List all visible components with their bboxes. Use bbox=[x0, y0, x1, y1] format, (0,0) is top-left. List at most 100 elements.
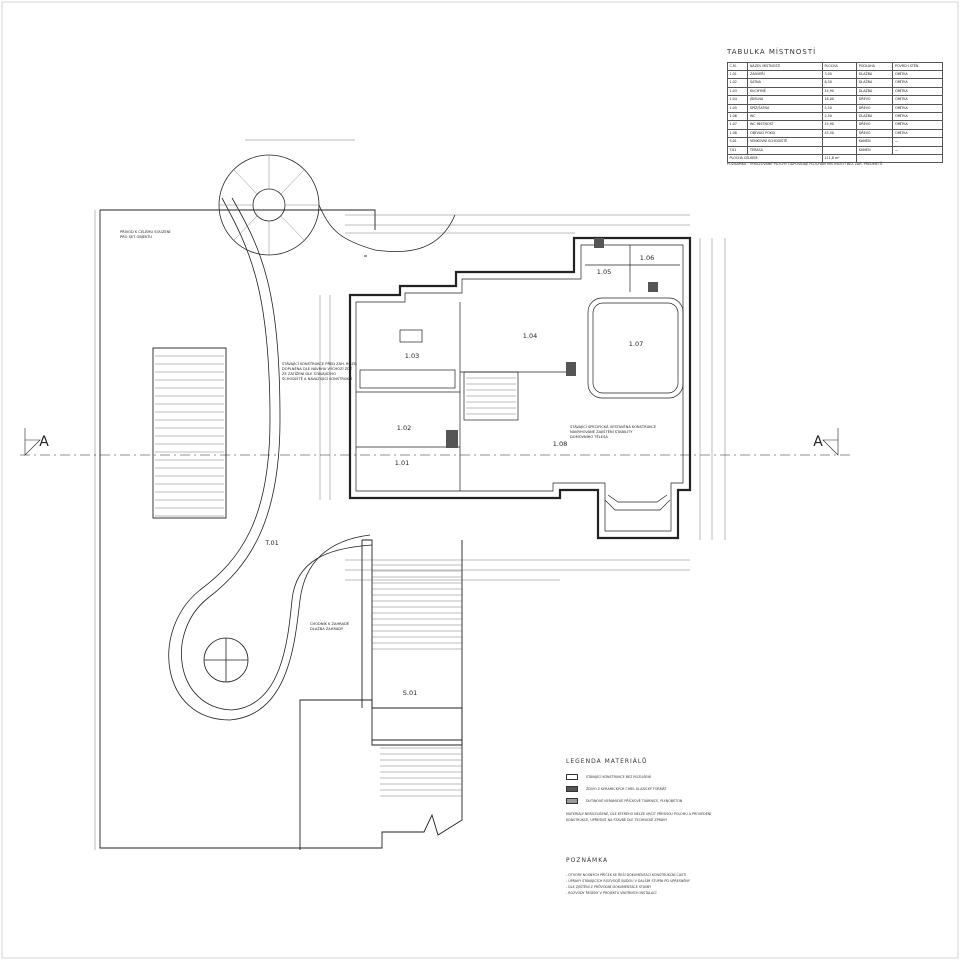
plan-note-text: PRO SET OBJEKTU bbox=[120, 235, 152, 239]
garden-curve bbox=[168, 197, 371, 721]
room-table-cell: 18,00 bbox=[821, 95, 858, 105]
room-table-cell: DLAŽBA bbox=[856, 78, 894, 88]
room-table-total-row: PLOCHA CELKEM:111,8 m² bbox=[727, 153, 943, 164]
plan-note-text: DLAŽBA ZAHRADY bbox=[310, 626, 344, 631]
plan-note-text: CHODNÍK K ZAHRADĚ bbox=[310, 621, 350, 626]
room-table-cell: 3,00 bbox=[821, 69, 858, 80]
room-table-cell: 5,50 bbox=[821, 103, 858, 113]
room-table-cell: DŘEVO bbox=[856, 128, 894, 139]
room-table-cell: OMÍTKA bbox=[892, 103, 943, 113]
room-table-cell: DLAŽBA bbox=[856, 111, 894, 122]
plan-note-text: STÁVAJÍCÍ SPECIFICKÁ VESTAVĚNÁ KONSTRUKC… bbox=[570, 424, 657, 429]
plan-note-text: PŘÍVOD K CELÉMU SOUZENÍ bbox=[120, 229, 170, 234]
room-table-cell: TERASA bbox=[747, 145, 823, 155]
room-table-cell: — bbox=[892, 137, 943, 147]
room-table-total-empty bbox=[856, 153, 943, 164]
legend-item: ZDIVO Z KERAMICKÝCH CIHEL KLASICKÝ FORMÁ… bbox=[566, 786, 667, 792]
legend-label: STÁVAJÍCÍ KONSTRUKCE BEZ ROZLIŠENÍ bbox=[586, 775, 651, 779]
room-table-cell: S.01 bbox=[726, 137, 749, 147]
legend-footnote-2: KONSTRUKCE, UPŘESNIT NA STAVBĚ DLE TECHN… bbox=[566, 818, 668, 822]
room-number: 1.08 bbox=[553, 440, 567, 448]
room-table-cell: KUCHYNĚ bbox=[747, 86, 823, 97]
plan-note-text: STÁVAJÍCÍ KONSTRUKCE PŘED ZAH. ROZS. bbox=[282, 361, 357, 366]
outdoor-stair bbox=[361, 539, 463, 746]
room-table-cell: T.01 bbox=[726, 145, 749, 155]
legend-title: LEGENDA MATERIÁLŮ bbox=[566, 758, 648, 765]
room-table-cell: DŘEVO bbox=[856, 103, 894, 113]
room-table-cell: OMÍTKA bbox=[892, 78, 943, 88]
room-table-cell: WC bbox=[747, 111, 823, 122]
plan-note-text: ZE ZATÍŽENÍ DLE STÁVAJÍCÍHO bbox=[282, 371, 336, 376]
room-table-cell: 1.05 bbox=[726, 103, 749, 113]
room-table-cell: ZÁDVEŘÍ bbox=[747, 69, 823, 80]
room-table-cell: — bbox=[892, 145, 943, 155]
room-table-cell: 1.03 bbox=[726, 86, 749, 97]
room-table-cell: 2,50 bbox=[821, 111, 858, 122]
round-planter bbox=[203, 637, 249, 683]
note-line: - ÚPRAVY STÁVAJÍCÍCH ROZVODŮ BUDOU V DAL… bbox=[566, 879, 690, 883]
room-table-cell: OMÍTKA bbox=[892, 69, 943, 80]
room-table-cell: OMÍTKA bbox=[892, 111, 943, 122]
room-table-cell: DŘEVO bbox=[856, 120, 894, 130]
plan-note-text: NAVRHOVANÉ ZAJIŠTĚNÍ STABILITY bbox=[570, 429, 633, 434]
room-table-header-cell: PLOCHA bbox=[821, 62, 858, 71]
room-table-cell: KAMEN bbox=[856, 137, 894, 147]
pergola-slats bbox=[152, 347, 227, 519]
plan-note-text: SCHODIŠTĚ A NAVAZUJÍCÍ KONSTRUKCÍ bbox=[282, 376, 352, 381]
room-table-cell: OMÍTKA bbox=[892, 86, 943, 97]
room-table-header-cell: NÁZEV MÍSTNOSTI bbox=[747, 62, 823, 71]
room-table-cell: OMÍTKA bbox=[892, 128, 943, 139]
section-mark: A bbox=[39, 434, 49, 450]
section-mark: A bbox=[813, 434, 823, 450]
building-walls bbox=[348, 236, 692, 540]
room-number: 1.01 bbox=[395, 459, 409, 467]
room-table-cell: ŠATNA bbox=[747, 78, 823, 88]
room-table-cell: OMÍTKA bbox=[892, 120, 943, 130]
legend-swatch bbox=[566, 774, 578, 780]
room-table-cell: DLAŽBA bbox=[856, 86, 894, 97]
room-table-cell: 15,90 bbox=[821, 120, 858, 130]
room-number: 1.06 bbox=[640, 254, 654, 262]
room-number: 1.04 bbox=[523, 332, 537, 340]
note-line: - OTVORY NOSNÝCH PŘÍČEK SE ŘEŠÍ DOKUMENT… bbox=[566, 873, 687, 877]
room-number: S.01 bbox=[403, 689, 417, 697]
room-table-note: POZNÁMKA : VYKAZOVANÉ PLOCHY ODPOVÍDAJÍ … bbox=[727, 162, 883, 166]
legend-label: ZDIVO Z KERAMICKÝCH CIHEL KLASICKÝ FORMÁ… bbox=[586, 787, 667, 791]
room-table-cell: VENKOVNÍ SCHODIŠTĚ bbox=[747, 137, 823, 147]
dimension-lines bbox=[94, 139, 726, 850]
room-table-cell: WC MÍSTNOST bbox=[747, 120, 823, 130]
legend-label: DUTINOVÉ KERAMICKÉ PŘÍČKOVÉ TVÁRNICE, PL… bbox=[586, 799, 683, 803]
room-table-cell: OBÝVACÍ POKOJ bbox=[747, 128, 823, 139]
plan-note-text: DOMOVNÍHO TĚLESA bbox=[570, 434, 608, 439]
room-table-cell: 1.02 bbox=[726, 78, 749, 88]
room-number: 1.05 bbox=[597, 268, 611, 276]
room-table-total-value: 111,8 m² bbox=[821, 153, 858, 164]
room-table-title: TABULKA MÍSTNOSTÍ bbox=[727, 48, 817, 56]
room-table-header-cell: PODLAHA bbox=[856, 62, 894, 71]
room-table-cell: DLAŽBA bbox=[856, 69, 894, 80]
room-table-cell: 43,50 bbox=[821, 128, 858, 139]
room-table-cell: KAMEN bbox=[856, 145, 894, 155]
room-table-cell: 1.06 bbox=[726, 111, 749, 122]
note-line: - DLE ZJIŠTĚNÍ Z PRŮVODNÍ DOKUMENTACE ST… bbox=[566, 885, 652, 889]
legend-item: STÁVAJÍCÍ KONSTRUKCE BEZ ROZLIŠENÍ bbox=[566, 774, 651, 780]
plan-note-text: DOPLNĚNA DLE NÁVRHU VÝCHOZÍ ZDĚ bbox=[282, 366, 353, 371]
room-table-cell: SPÍŽ/ŠATNA bbox=[747, 103, 823, 113]
room-table-cell bbox=[821, 137, 858, 147]
room-table-cell: OMÍTKA bbox=[892, 95, 943, 105]
legend-footnote-1: MATERIÁLY NEROZLIŠENÉ, DLE KTERÉHO NELZE… bbox=[566, 812, 712, 816]
legend-swatch bbox=[566, 798, 578, 804]
legend-item: DUTINOVÉ KERAMICKÉ PŘÍČKOVÉ TVÁRNICE, PL… bbox=[566, 798, 682, 804]
room-number: 1.07 bbox=[629, 340, 643, 348]
room-table-cell bbox=[821, 145, 858, 155]
room-table-cell: JÍDELNA bbox=[747, 95, 823, 105]
room-table-cell: 8,50 bbox=[821, 78, 858, 88]
section-line bbox=[20, 428, 850, 456]
